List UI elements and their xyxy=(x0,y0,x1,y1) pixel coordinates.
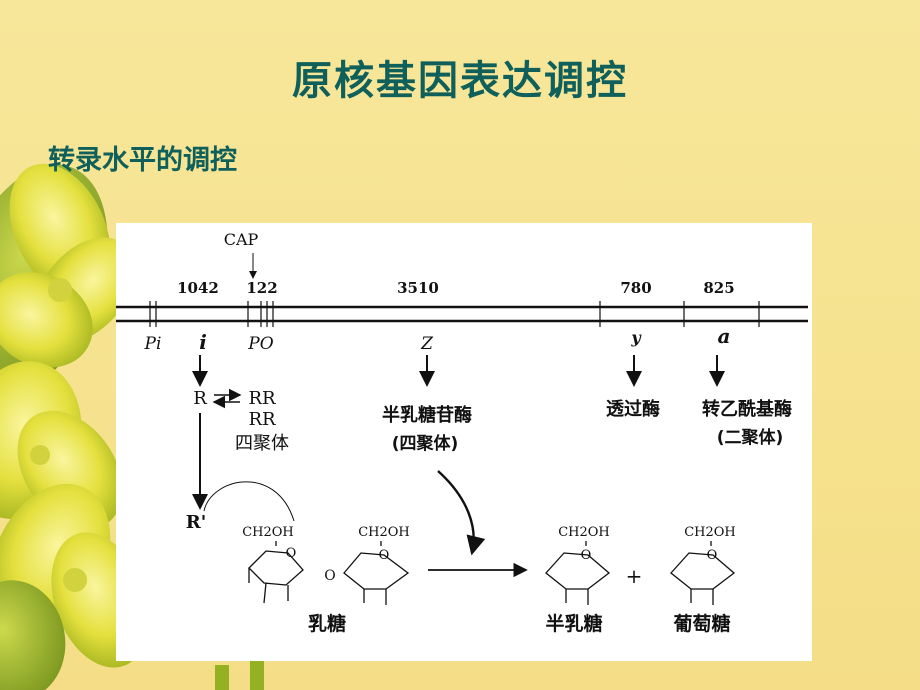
galactose-ch2oh: CH2OH xyxy=(558,525,610,540)
plus-sign: + xyxy=(626,564,643,588)
enzyme-z-name: 半乳糖苷酶 xyxy=(382,404,472,426)
enzyme-z-note: (四聚体) xyxy=(392,433,459,454)
lactose-ch2oh-right: CH2OH xyxy=(358,525,410,540)
gene-label-i: i xyxy=(199,330,207,354)
lactose-ring-o-right: O xyxy=(379,548,390,563)
galactose-label: 半乳糖 xyxy=(545,612,602,635)
segment-number-y: 780 xyxy=(620,279,651,297)
segment-number-po: 122 xyxy=(246,279,277,297)
lactose-ring-o-left: O xyxy=(286,546,297,561)
galactose-ring-o: O xyxy=(581,548,592,563)
enzyme-a-note: (二聚体) xyxy=(717,427,784,448)
lac-operon-diagram-panel: CAP 1042 122 3510 780 825 Pi i PO Z y a xyxy=(116,223,812,661)
glucose-ring-o: O xyxy=(707,548,718,563)
glycosidic-link-o: O xyxy=(324,568,335,584)
glucose-ring xyxy=(670,541,736,605)
cap-label: CAP xyxy=(224,230,259,249)
glucose-ch2oh: CH2OH xyxy=(684,525,736,540)
lactose-ring-right xyxy=(343,541,410,605)
slide-title: 原核基因表达调控 xyxy=(292,58,628,104)
segment-number-z: 3510 xyxy=(397,279,439,297)
repressor-r-prime: R' xyxy=(186,512,206,533)
segment-number-i: 1042 xyxy=(177,279,219,297)
gene-label-pi: Pi xyxy=(144,334,162,354)
repressor-tetramer-label: 四聚体 xyxy=(235,433,289,454)
lac-operon-diagram: CAP 1042 122 3510 780 825 Pi i PO Z y a xyxy=(116,230,808,635)
enzyme-catalysis-arrow xyxy=(437,470,486,556)
slide-subtitle: 转录水平的调控 xyxy=(48,145,237,176)
enzyme-a-name: 转乙酰基酶 xyxy=(702,398,792,420)
galactose-ring xyxy=(545,541,611,605)
lactose-label: 乳糖 xyxy=(308,612,346,635)
lactose-ch2oh-left: CH2OH xyxy=(242,525,294,540)
repressor-rr-top: RR xyxy=(248,388,276,409)
gene-label-a: a xyxy=(718,324,731,348)
lactose-binding-curve xyxy=(203,481,295,522)
repressor-r: R xyxy=(193,388,207,409)
enzyme-y-name: 透过酶 xyxy=(606,398,660,420)
gene-label-y: y xyxy=(630,328,642,347)
segment-number-a: 825 xyxy=(703,279,734,297)
gene-boundary-ticks xyxy=(149,301,760,327)
repressor-rr-bottom: RR xyxy=(248,409,276,430)
gene-label-po: PO xyxy=(247,334,273,354)
lactose-ring-left xyxy=(248,541,304,604)
glucose-label: 葡萄糖 xyxy=(673,612,730,635)
gene-label-z: Z xyxy=(420,334,434,354)
